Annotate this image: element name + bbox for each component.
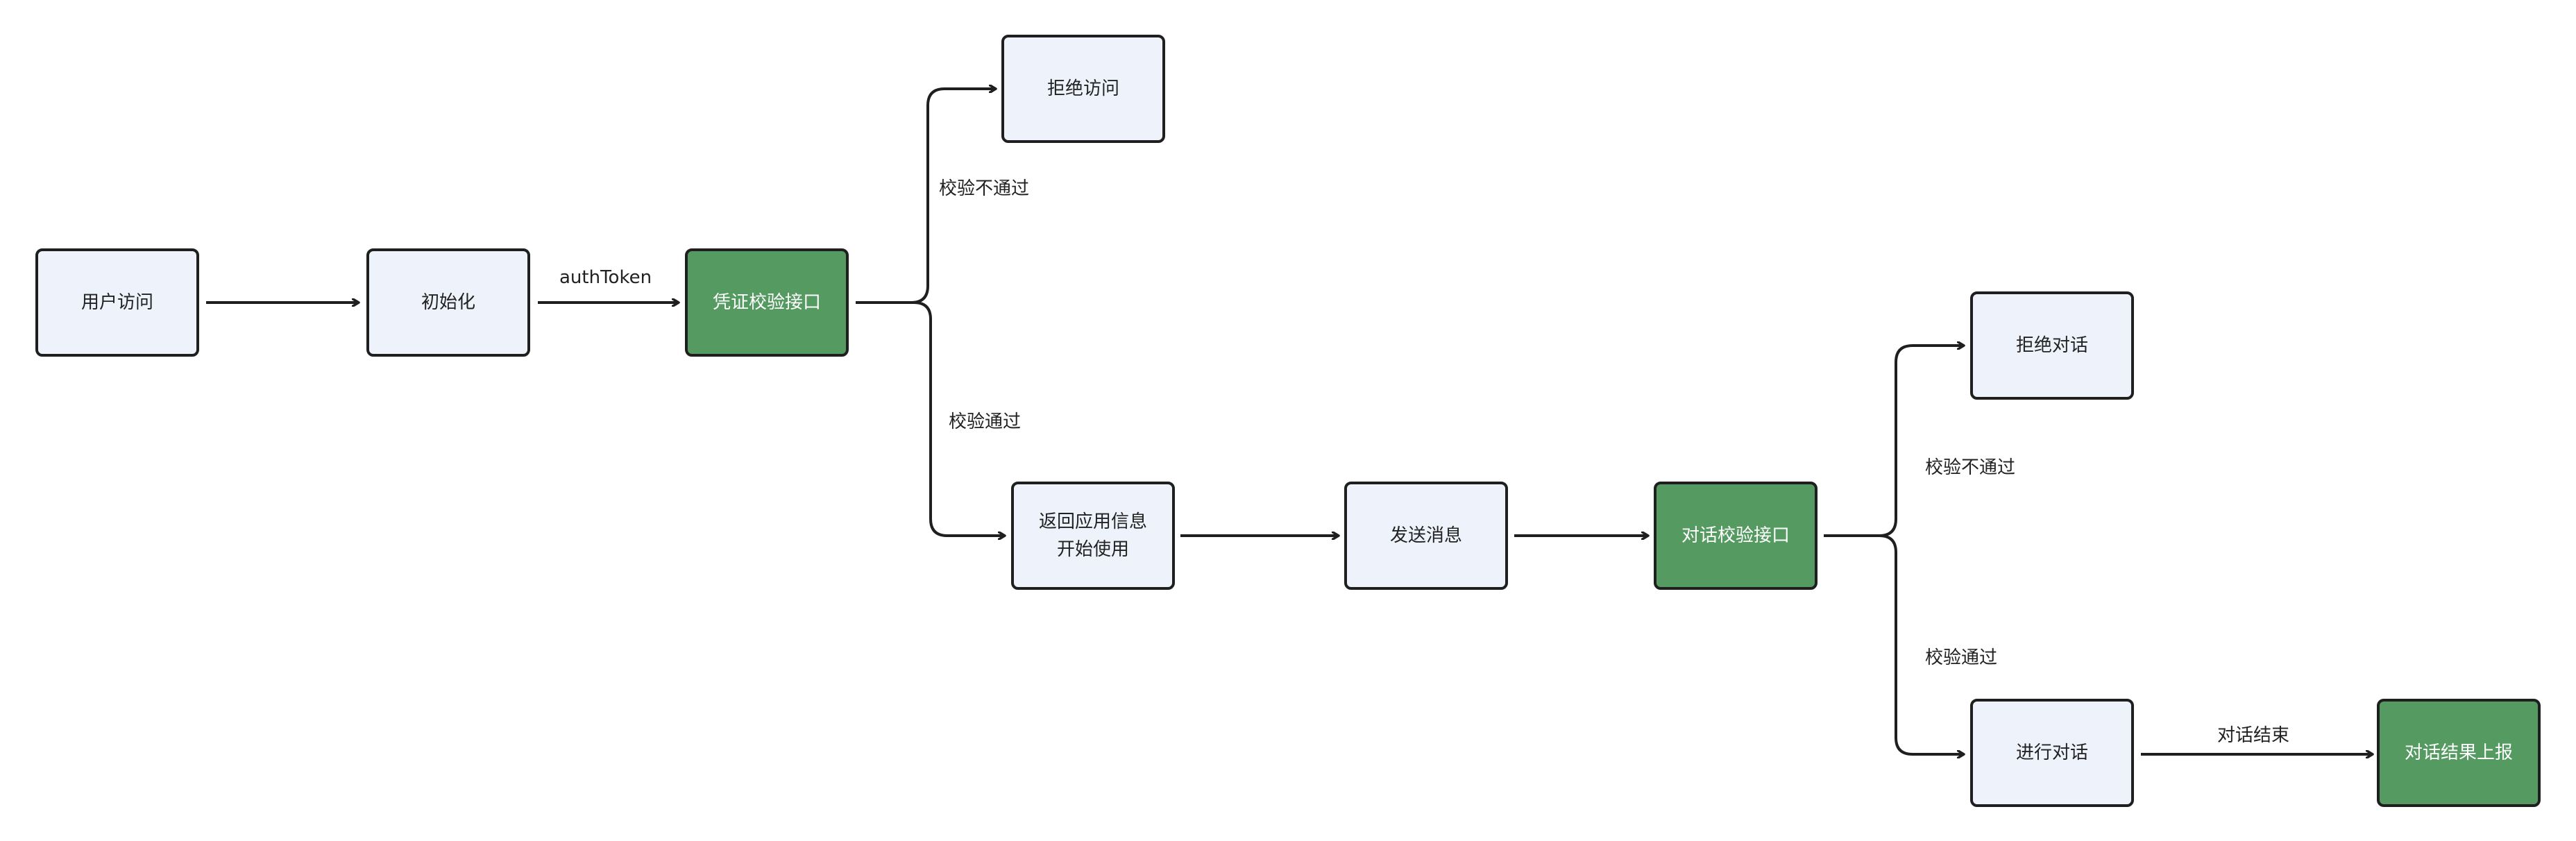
edge-label-dialog-pass: 校验通过 [1925, 647, 1998, 668]
node-label: 初始化 [421, 292, 475, 313]
node-label: 发送消息 [1389, 525, 1462, 546]
node-label: 返回应用信息 开始使用 [1038, 511, 1147, 560]
edge-label-credential-pass: 校验通过 [949, 411, 1022, 432]
edge-label-dialog-end: 对话结束 [2217, 725, 2290, 746]
edge-label-credential-fail: 校验不通过 [939, 178, 1030, 199]
node-user-access: 用户访问 [35, 248, 199, 357]
node-conduct-dialog: 进行对话 [1970, 699, 2134, 807]
node-label: 用户访问 [80, 292, 153, 313]
node-label: 拒绝访问 [1046, 78, 1119, 99]
node-label: 对话校验接口 [1681, 525, 1790, 546]
node-send-message: 发送消息 [1344, 482, 1508, 590]
node-dialog-check: 对话校验接口 [1654, 482, 1817, 590]
edge-dialog-check-to-deny [1824, 346, 1964, 537]
node-label: 凭证校验接口 [712, 292, 821, 313]
node-init: 初始化 [366, 248, 530, 357]
edge-label-auth-token: authToken [559, 267, 652, 288]
node-deny-dialog: 拒绝对话 [1970, 291, 2134, 400]
edge-label-dialog-fail: 校验不通过 [1925, 457, 2016, 478]
node-label: 对话结果上报 [2404, 742, 2513, 763]
node-credential-check: 凭证校验接口 [685, 248, 849, 357]
node-report-result: 对话结果上报 [2377, 699, 2541, 807]
node-label: 进行对话 [2015, 742, 2088, 763]
node-return-app-info: 返回应用信息 开始使用 [1011, 482, 1175, 590]
node-deny-access: 拒绝访问 [1001, 35, 1165, 143]
edge-dialog-check-to-conduct [1824, 534, 1964, 754]
edge-credential-to-return [856, 301, 1005, 536]
node-label: 拒绝对话 [2015, 335, 2088, 356]
